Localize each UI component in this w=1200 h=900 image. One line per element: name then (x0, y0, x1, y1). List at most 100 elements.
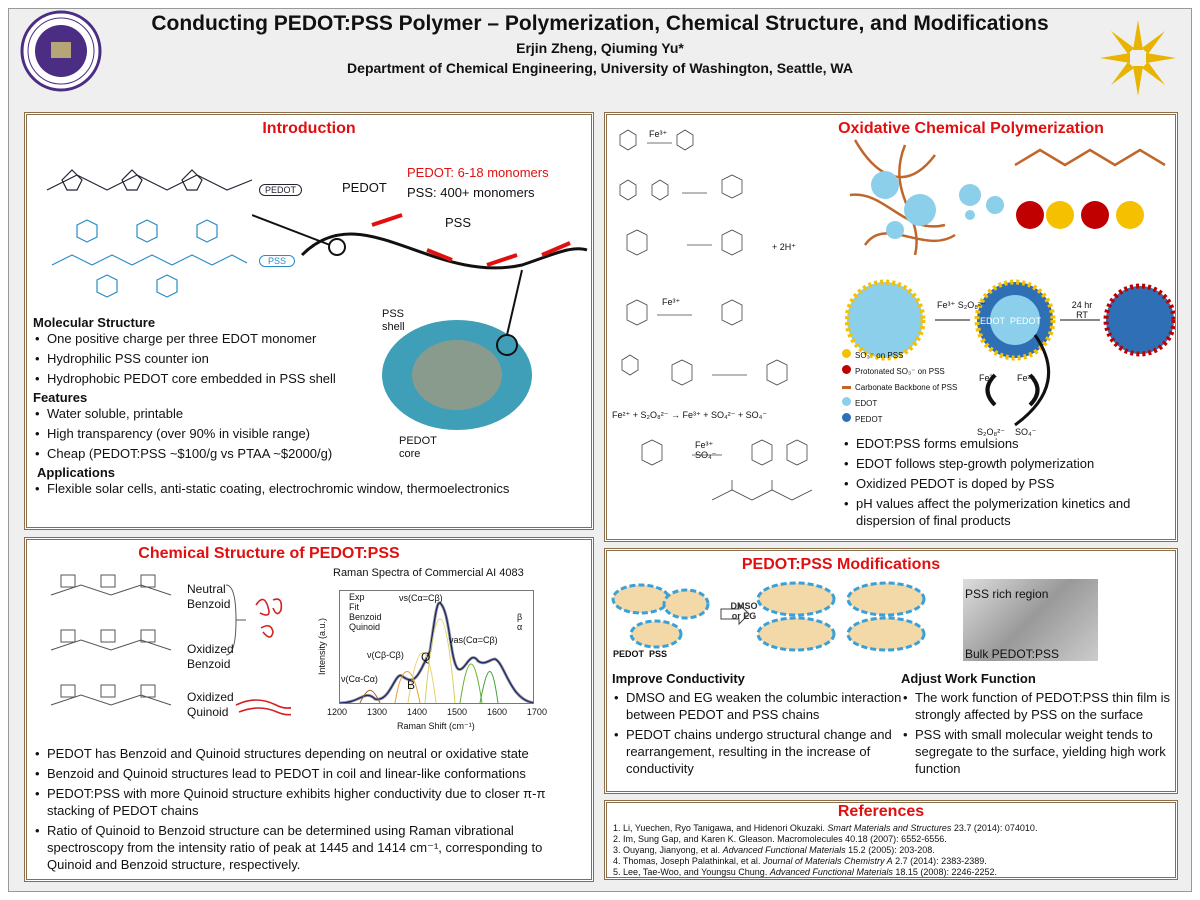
list-item: EDOT:PSS forms emulsions (842, 435, 1172, 452)
legend-label: EDOT (855, 399, 878, 408)
legend-label: PEDOT (855, 415, 883, 424)
redox-equation: Fe²⁺ + S₂O₈²⁻ → Fe³⁺ + SO₄²⁻ + SO₄⁻ (612, 410, 768, 420)
adjust-work-function: Adjust Work Function The work function o… (901, 671, 1176, 780)
oxid-list: EDOT:PSS forms emulsionsEDOT follows ste… (842, 435, 1172, 532)
department: Department of Chemical Engineering, Univ… (347, 60, 853, 76)
section-title: PEDOT:PSS Modifications (741, 556, 941, 573)
pss-monomers: PSS: 400+ monomers (407, 185, 535, 200)
legend-item: PEDOT (842, 412, 957, 428)
chemical-structure-panel: Chemical Structure of PEDOT:PSS Neutral … (24, 537, 594, 882)
xtick: 1400 (406, 707, 427, 717)
emulsion-and-particle-illustration (845, 139, 1175, 427)
improve-conductivity: Improve Conductivity DMSO and EG weaken … (612, 671, 902, 780)
label-neutral-benzoid: Neutral Benzoid (187, 582, 231, 611)
raman-plot (339, 590, 534, 704)
legend-label: SO₃⁻ on PSS (855, 351, 904, 360)
authors: Erjin Zheng, Qiuming Yu* (516, 40, 684, 56)
reaction-fe3: Fe³⁺ (662, 297, 681, 307)
fe2-label: Fe²⁺ (1017, 373, 1036, 383)
section-heading: Molecular Structure (33, 315, 156, 330)
oxidative-polymerization-panel: Oxidative Chemical Polymerization Fe³⁺ +… (604, 112, 1178, 542)
list-item: Ratio of Quinoid to Benzoid structure ca… (33, 822, 578, 873)
list-item: PEDOT:PSS with more Quinoid structure ex… (33, 785, 578, 819)
reference-item: 4. Thomas, Joseph Palathinkal, et al. Jo… (613, 856, 987, 866)
list-item: EDOT follows step-growth polymerization (842, 455, 1172, 472)
legend-fit: Fit (349, 602, 359, 612)
pedot-pss-structure-diagram (46, 169, 253, 298)
list-item: Water soluble, printable (33, 405, 413, 422)
list-item: Hydrophilic PSS counter ion (33, 350, 393, 367)
annotation-alpha: α (517, 622, 523, 632)
reaction-fe3-so4: Fe³⁺ SO₄⁻ (695, 440, 717, 460)
section-title: Introduction (262, 120, 356, 137)
annotation-beta: β (517, 612, 523, 622)
pedot-tag: PEDOT (259, 184, 303, 196)
reference-item: 1. Li, Yuechen, Ryo Tanigawa, and Hideno… (613, 823, 1038, 833)
so4-label: SO₄⁻ (1015, 427, 1037, 437)
legend-label: Protonated SO₃⁻ on PSS (855, 367, 945, 376)
legend-item: SO₃⁻ on PSS (842, 348, 957, 364)
annotation-vbb: ν(Cβ-Cβ) (367, 650, 404, 660)
polymerization-reaction-scheme (619, 129, 813, 501)
chem-list: PEDOT has Benzoid and Quinoid structures… (33, 745, 578, 876)
section-title: References (837, 803, 925, 820)
fe3-label: Fe³⁺ (979, 373, 998, 383)
reference-item: 2. Im, Sung Gap, and Karen K. Gleason. M… (613, 834, 947, 844)
poster-title: Conducting PEDOT:PSS Polymer – Polymeriz… (151, 12, 1049, 35)
xtick: 1500 (446, 707, 467, 717)
list-item: Benzoid and Quinoid structures lead to P… (33, 765, 578, 782)
xtick: 1200 (327, 707, 348, 717)
section-heading: Adjust Work Function (901, 671, 1036, 686)
reference-item: 5. Lee, Tae-Woo, and Youngsu Chung. Adva… (613, 867, 997, 877)
legend-item: Protonated SO₃⁻ on PSS (842, 364, 957, 380)
sunburst-logo (1100, 20, 1176, 96)
list-item: The work function of PEDOT:PSS thin film… (901, 689, 1176, 723)
list-item: DMSO and EG weaken the columbic interact… (612, 689, 902, 723)
xtick: 1300 (366, 707, 388, 717)
step1-label: Fe³⁺ S₂O₈²⁻ (937, 300, 986, 310)
benzoid-quinoid-structures (50, 574, 291, 716)
legend-benzoid: Benzoid (349, 612, 382, 622)
annotation-vaa: ν(Cα-Cα) (341, 674, 378, 684)
section-heading: Applications (37, 465, 116, 480)
edot-label: EDOT (980, 316, 1006, 326)
annotation-b: B (407, 678, 416, 692)
pedot-monomers: PEDOT: 6-18 monomers (407, 165, 549, 180)
legend-exp: Exp (349, 592, 365, 602)
raman-ylabel: Intensity (a.u.) (317, 617, 327, 675)
pedot-label: PEDOT (613, 649, 645, 659)
legend-label: Carbonate Backbone of PSS (855, 383, 958, 392)
list-item: PSS with small molecular weight tends to… (901, 726, 1176, 777)
legend-item: EDOT (842, 396, 957, 412)
introduction-panel: Introduction PEDOT PSS PEDOT: 6-18 monom… (24, 112, 594, 530)
references-panel: References 1. Li, Yuechen, Ryo Tanigawa,… (604, 800, 1178, 880)
list-item: Flexible solar cells, anti-static coatin… (33, 480, 593, 497)
list-item: Hydrophobic PEDOT core embedded in PSS s… (33, 370, 393, 387)
raman-title: Raman Spectra of Commercial AI 4083 (333, 567, 524, 579)
label-oxidized-quinoid: Oxidized Quinoid (187, 690, 234, 719)
scheme-legend: SO₃⁻ on PSS Protonated SO₃⁻ on PSS Carbo… (842, 348, 957, 428)
list-item: pH values affect the polymerization kine… (842, 495, 1172, 529)
surface-segregation-image: PSS rich region Bulk PEDOT:PSS (963, 579, 1098, 661)
s2o8-label: S₂O₈²⁻ (977, 427, 1005, 437)
list-item: High transparency (over 90% in visible r… (33, 425, 413, 442)
annotation-vs: νs(Cα=Cβ) (399, 593, 443, 603)
uw-seal-logo (20, 10, 102, 92)
intro-text: Molecular Structure One positive charge … (33, 315, 509, 500)
legend-item: Carbonate Backbone of PSS (842, 380, 957, 396)
bulk-label: Bulk PEDOT:PSS (965, 647, 1060, 661)
pss-tag: PSS (259, 255, 296, 267)
pedot-pss-chain-and-particle-illustration (252, 213, 588, 430)
list-item: One positive charge per three EDOT monom… (33, 330, 393, 347)
label-oxidized-benzoid: Oxidized Benzoid (187, 642, 234, 671)
section-heading: Features (33, 390, 88, 405)
annotation-q: Q (421, 650, 431, 664)
xtick: 1700 (526, 707, 547, 717)
legend-quinoid: Quinoid (349, 622, 381, 632)
reference-list: 1. Li, Yuechen, Ryo Tanigawa, and Hideno… (613, 823, 1037, 878)
reaction-fe3: Fe³⁺ (649, 129, 668, 139)
treatment-label: DMSO or EG (730, 601, 758, 621)
